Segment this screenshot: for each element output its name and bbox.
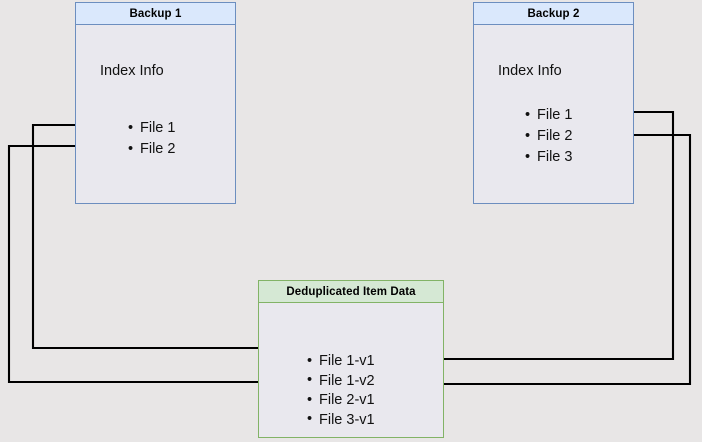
list-item[interactable]: File 1-v1 [307,352,375,372]
node-backup-2[interactable]: Backup 2 Index Info File 1 File 2 File 3 [473,2,634,204]
list-item[interactable]: File 3 [525,147,572,168]
backup-2-index-info-label: Index Info [498,63,562,79]
node-backup-1[interactable]: Backup 1 Index Info File 1 File 2 [75,2,236,204]
dedup-file-list: File 1-v1 File 1-v2 File 2-v1 File 3-v1 [307,352,375,430]
node-backup-2-body: Index Info File 1 File 2 File 3 [474,25,633,203]
node-deduplicated-item-data[interactable]: Deduplicated Item Data File 1-v1 File 1-… [258,280,444,438]
node-backup-1-header: Backup 1 [76,3,235,25]
list-item[interactable]: File 2 [525,126,572,147]
backup-1-index-info-label: Index Info [100,63,164,79]
list-item[interactable]: File 2 [128,139,175,160]
list-item[interactable]: File 1 [128,118,175,139]
backup-1-file-list: File 1 File 2 [128,118,175,160]
node-dedup-header: Deduplicated Item Data [259,281,443,303]
node-backup-1-body: Index Info File 1 File 2 [76,25,235,203]
list-item[interactable]: File 3-v1 [307,410,375,431]
node-backup-2-header: Backup 2 [474,3,633,25]
list-item[interactable]: File 2-v1 [307,391,375,411]
list-item[interactable]: File 1-v2 [307,371,375,392]
backup-2-file-list: File 1 File 2 File 3 [525,105,572,168]
node-dedup-body: File 1-v1 File 1-v2 File 2-v1 File 3-v1 [259,303,443,437]
list-item[interactable]: File 1 [525,105,572,126]
